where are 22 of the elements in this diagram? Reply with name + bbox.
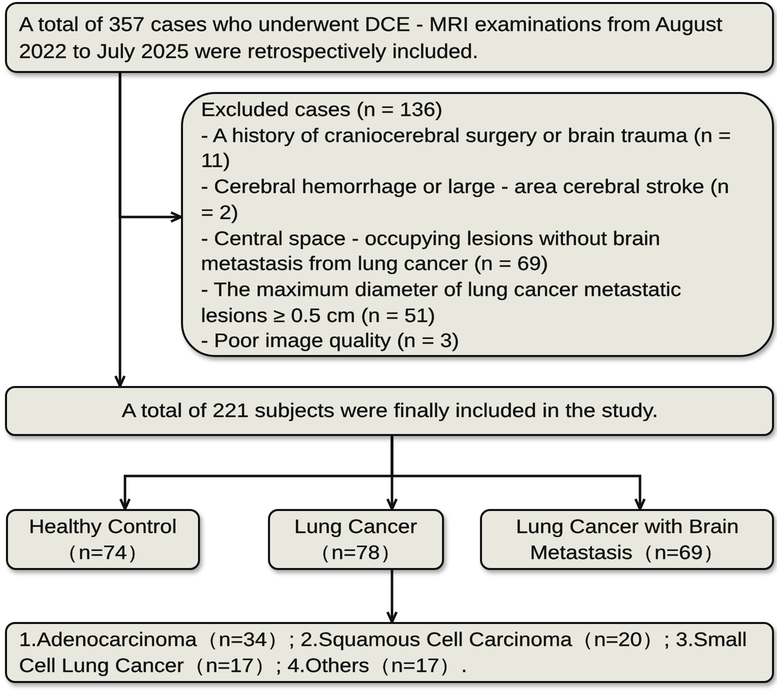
arrow bbox=[386, 570, 398, 624]
process-box bbox=[5, 2, 774, 73]
subtype-box bbox=[5, 622, 774, 683]
arrow bbox=[114, 73, 126, 388]
group-label: Healthy Control （n=74） bbox=[28, 514, 178, 566]
criteria-item: - Poor image quality (n = 3) bbox=[201, 329, 460, 354]
criteria-item: - A history of craniocerebral surgery or brain trauma (n = 11) bbox=[201, 124, 732, 174]
exclusion-panel bbox=[181, 92, 774, 357]
criteria-heading: Excluded cases (n = 136) bbox=[201, 98, 444, 123]
group-box bbox=[480, 509, 774, 570]
step-text: A total of 221 subjects were finally included in the study. bbox=[120, 399, 659, 424]
subtype-text: 1.Adenocarcinoma（n=34）; 2.Squamous Cell Carcinoma（n=20）; 3.Small Cell Lung Cancer（n=17）; 4.Others（n=17）. bbox=[19, 628, 748, 678]
criteria-item: - Cerebral hemorrhage or large - area cerebral stroke (n = 2) bbox=[201, 175, 730, 226]
criteria-item: - The maximum diameter of lung cancer metastatic lesions ≥ 0.5 cm (n = 51) bbox=[201, 278, 682, 329]
step-text: A total of 357 cases who underwent DCE - MRI examinations from August 2022 to July 2025 were retrospectively included. bbox=[19, 13, 724, 65]
group-box bbox=[6, 509, 200, 570]
group-label: Lung Cancer with Brain Metastasis（n=69） bbox=[514, 514, 740, 566]
group-label: Lung Cancer （n=78） bbox=[294, 514, 418, 566]
criteria-item: - Central space - occupying lesions without brain metastasis from lung cancer (n = 69) bbox=[201, 226, 662, 278]
arrow bbox=[390, 436, 646, 510]
process-box bbox=[5, 386, 774, 436]
group-box bbox=[268, 509, 444, 570]
